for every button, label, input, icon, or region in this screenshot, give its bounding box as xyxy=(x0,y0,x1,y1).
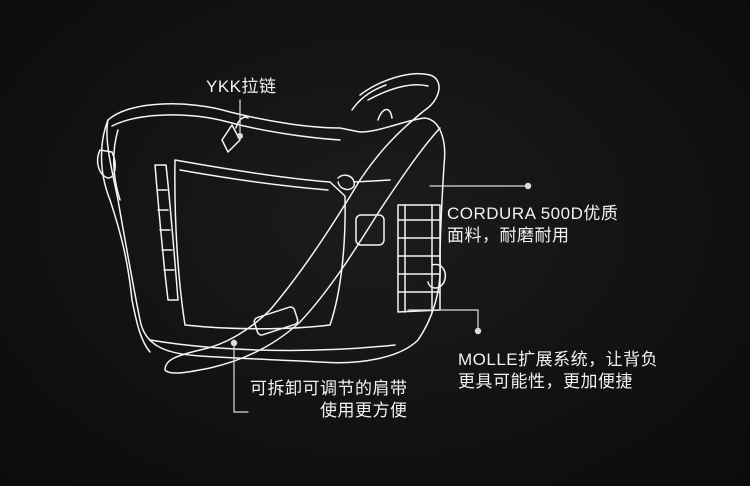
zipper-pull xyxy=(222,125,240,152)
top-handle xyxy=(378,110,392,120)
cordura-callout: CORDURA 500D优质 面料，耐磨耐用 xyxy=(447,203,618,247)
strap-callout-line1: 可拆卸可调节的肩带 xyxy=(250,378,408,400)
zipper-callout-dot xyxy=(237,133,243,139)
strap-callout-line2: 使用更方便 xyxy=(250,400,408,422)
cordura-callout-line1: CORDURA 500D优质 xyxy=(447,203,618,225)
cordura-callout-dot xyxy=(525,183,531,189)
molle-callout-line2: 更具可能性，更加便捷 xyxy=(458,371,658,393)
molle-callout-line1: MOLLE扩展系统，让背负 xyxy=(458,349,658,371)
strap-callout: 可拆卸可调节的肩带 使用更方便 xyxy=(250,378,408,422)
strap-buckle xyxy=(253,306,299,336)
molle-callout: MOLLE扩展系统，让背负 更具可能性，更加便捷 xyxy=(458,349,658,393)
zipper-callout: YKK拉链 xyxy=(206,76,277,98)
molle-callout-dot xyxy=(475,328,481,334)
zipper-callout-text: YKK拉链 xyxy=(206,76,277,98)
cordura-callout-line2: 面料，耐磨耐用 xyxy=(447,225,618,247)
strap-callout-dot xyxy=(231,340,237,346)
side-buckle xyxy=(428,264,445,288)
side-pull-tab xyxy=(338,175,354,189)
bag-body-outline xyxy=(107,104,445,363)
